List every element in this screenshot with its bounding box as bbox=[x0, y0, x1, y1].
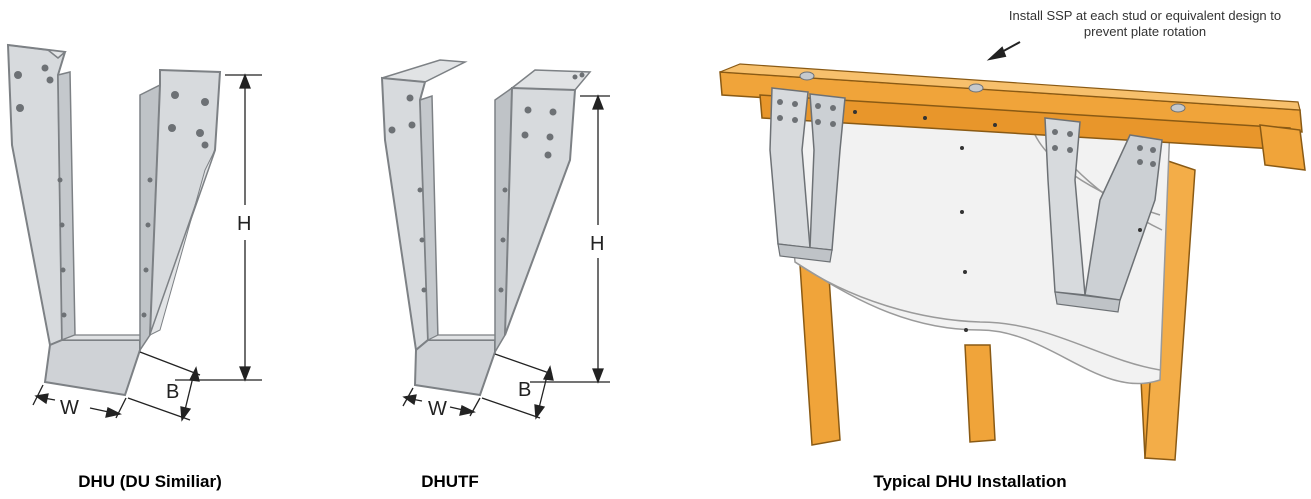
dhutf-nail-holes bbox=[388, 72, 585, 293]
dhutf-dimension-b-label: B bbox=[518, 379, 531, 401]
stud-left bbox=[799, 261, 841, 446]
dhutf-right-top-flange bbox=[509, 69, 592, 91]
dhutf-dimension-h bbox=[530, 94, 610, 384]
caption-dhu: DHU (DU Similiar) bbox=[78, 472, 222, 491]
dhu-dimension-w bbox=[32, 384, 127, 419]
dhutf-dimension-h-label: H bbox=[590, 233, 604, 255]
dhu-seat bbox=[43, 339, 141, 397]
dhutf-hanger-illustration: H W B bbox=[380, 59, 610, 420]
dhu-dimension-h bbox=[175, 73, 262, 382]
caption-dhutf: DHUTF bbox=[421, 472, 479, 491]
dhu-dimension-b bbox=[127, 351, 201, 422]
dhutf-seat bbox=[413, 339, 496, 397]
dhu-seat-top bbox=[61, 334, 151, 341]
top-plate-end bbox=[1259, 124, 1306, 171]
dhu-left-top-tab bbox=[7, 44, 67, 59]
dhutf-seat-top bbox=[427, 334, 504, 341]
stud-middle bbox=[964, 344, 996, 443]
caption-installation: Typical DHU Installation bbox=[873, 472, 1067, 491]
installed-hanger-right bbox=[1044, 117, 1163, 313]
installed-hanger-left bbox=[769, 87, 846, 263]
dhutf-dimension-w bbox=[402, 387, 481, 417]
ssp-plates bbox=[799, 71, 1186, 113]
installation-callout: Install SSP at each stud or equivalent d… bbox=[1008, 8, 1282, 39]
installation-illustration bbox=[719, 41, 1306, 461]
dhu-left-flange bbox=[6, 43, 67, 347]
top-plate-upper-top bbox=[719, 63, 1301, 111]
sheathing-curve-lower bbox=[794, 261, 1161, 371]
callout-arrow bbox=[986, 41, 1021, 61]
dhu-hanger-illustration: H W B bbox=[6, 43, 262, 422]
dhu-dimension-h-label: H bbox=[237, 213, 251, 235]
dhu-dimension-w-label: W bbox=[60, 397, 79, 419]
dhu-nail-holes bbox=[14, 64, 209, 318]
dhu-right-flange bbox=[149, 68, 222, 336]
dhutf-dimension-b bbox=[481, 353, 554, 420]
dhutf-dimension-w-label: W bbox=[428, 398, 447, 420]
dhu-right-front bbox=[149, 149, 216, 336]
dhu-dimension-b-label: B bbox=[166, 381, 179, 403]
dhutf-right-flange bbox=[504, 86, 577, 336]
sheathing-fasteners bbox=[853, 110, 1142, 332]
